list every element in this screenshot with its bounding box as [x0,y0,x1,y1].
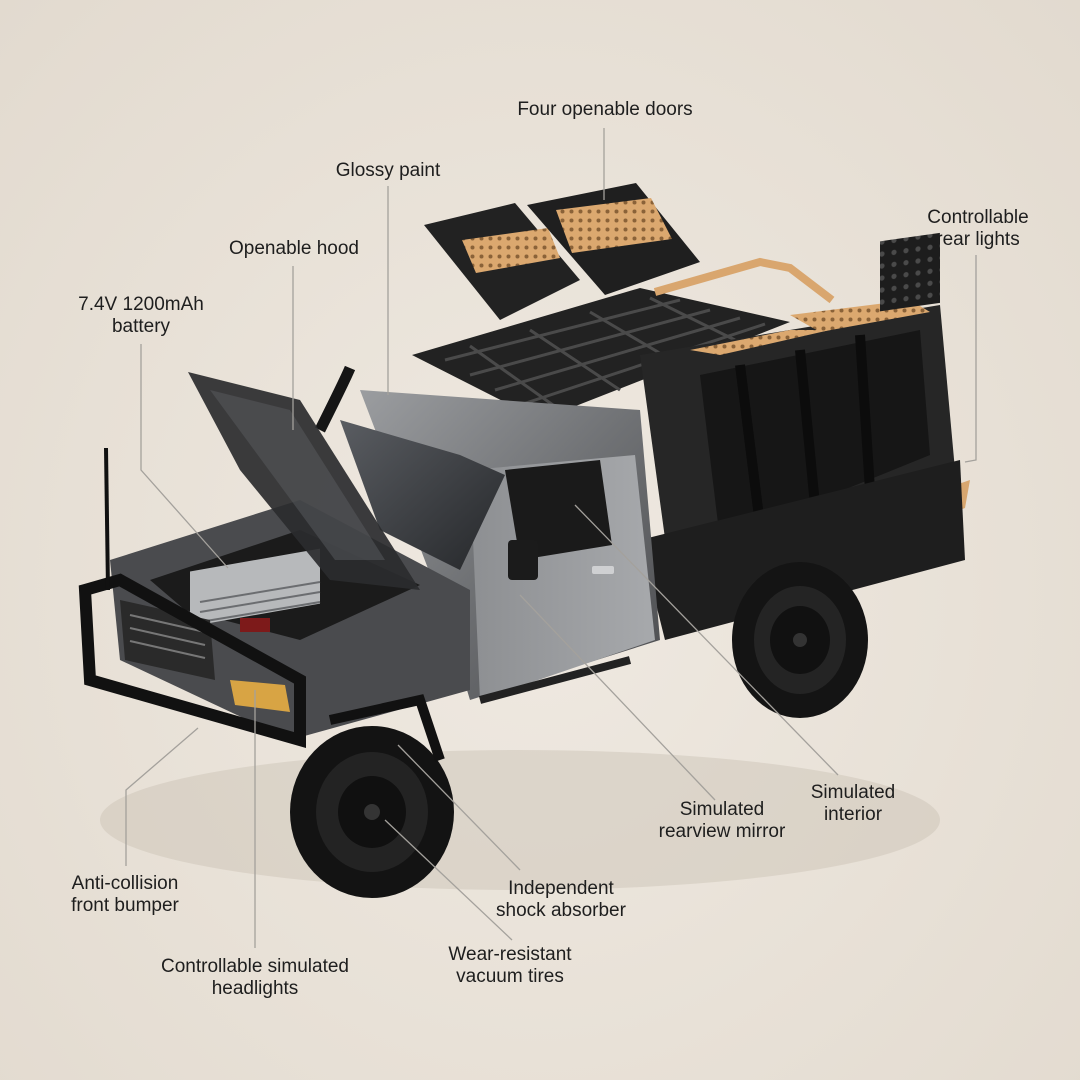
label-anti-collision-front-bumper: Anti-collision front bumper [71,873,179,916]
label-four-openable-doors: Four openable doors [517,99,693,120]
label-controllable-rear-lights: Controllable rear lights [927,207,1029,250]
label-simulated-interior: Simulated interior [810,782,896,825]
label-openable-hood: Openable hood [229,238,359,259]
front-wheel [290,726,454,898]
cab-body [340,390,660,704]
label-battery: 7.4V 1200mAh battery [78,294,204,337]
opened-doors [424,183,700,320]
snorkel [315,365,356,433]
suspension-arm [328,694,445,762]
label-glossy-paint: Glossy paint [335,160,441,181]
rear-wheel [732,562,868,718]
label-wear-resistant-vacuum-tires: Wear-resistant vacuum tires [448,944,572,987]
label-independent-shock-absorber: Independent shock absorber [496,878,626,921]
leader-lines [125,128,977,948]
label-simulated-rearview-mirror: Simulated rearview mirror [658,799,786,842]
rear-cage [640,232,970,640]
label-controllable-simulated-headlights: Controllable simulated headlights [161,956,349,999]
roof-rack [412,257,835,420]
